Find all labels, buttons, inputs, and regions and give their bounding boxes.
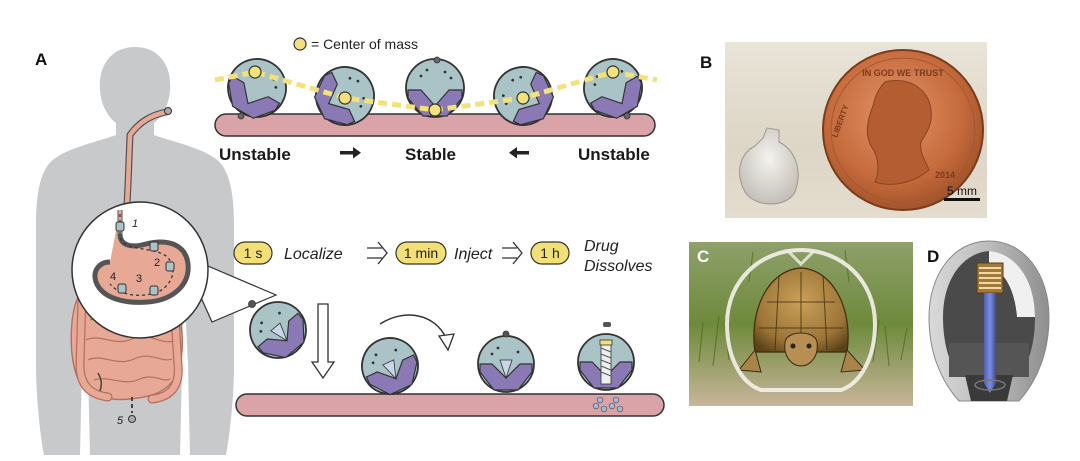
center-of-mass-markers [248, 65, 620, 117]
label-stable: Stable [405, 145, 457, 164]
label-unstable-right: Unstable [578, 145, 650, 164]
stability-diagram: = Center of mass [214, 36, 658, 159]
step-2-time: 1 min [404, 245, 438, 261]
tissue-surface-bottom [235, 393, 665, 417]
coin-motto: IN GOD WE TRUST [862, 68, 944, 78]
capsule-outline-overlay [724, 247, 878, 392]
capsule-upright [477, 335, 535, 393]
stomach-number-3: 3 [136, 273, 142, 285]
step-2-label: Inject [454, 246, 493, 263]
capsule-cutaway-render [928, 240, 1050, 402]
stomach-number-2: 2 [154, 257, 160, 269]
stomach [92, 210, 191, 305]
step-3-label: Drug [584, 238, 619, 255]
lincoln-profile [866, 80, 932, 185]
double-arrow-icon-2 [502, 241, 523, 265]
step-1: 1 s Localize [233, 241, 343, 265]
stomach-number-4: 4 [110, 271, 116, 283]
needle [984, 293, 996, 383]
coin-year: 2014 [935, 170, 955, 180]
scale-bar-label: 5 mm [947, 184, 977, 198]
double-arrow-icon-1 [367, 241, 388, 265]
drug-dots [592, 396, 624, 413]
tortoise-head [784, 332, 818, 367]
capsule-injecting [577, 333, 635, 391]
arrow-left-icon [509, 147, 529, 159]
stomach-number-1: 1 [132, 218, 138, 230]
photo-capsule-with-penny: IN GOD WE TRUST LIBERTY 2014 5 mm [725, 42, 987, 218]
photo-tortoise: C [689, 242, 913, 406]
capsule-sample [739, 127, 799, 205]
panel-label-a: A [35, 50, 48, 69]
label-unstable-left: Unstable [219, 145, 291, 164]
step-3: 1 h Drug Dissolves [530, 238, 652, 275]
step-timeline: 1 s Localize 1 min Inject 1 h Drug Disso… [233, 238, 652, 275]
capsule-rotating [351, 327, 429, 405]
panel-label-c: C [697, 247, 709, 266]
step-2: 1 min Inject [395, 241, 493, 265]
legend-center-of-mass: = Center of mass [311, 36, 418, 52]
stomach-magnified: 1 2 3 4 [71, 201, 278, 339]
step-1-time: 1 s [244, 245, 263, 261]
step-3-time: 1 h [540, 245, 559, 261]
rotate-arrow-icon [379, 314, 447, 339]
capsule-exit-icon [128, 415, 136, 423]
step-1-label: Localize [284, 246, 343, 263]
stomach-number-5: 5 [117, 415, 124, 427]
legend-center-of-mass-icon [293, 37, 307, 51]
capsule-mouth-icon [164, 107, 172, 115]
injection-sequence [235, 289, 665, 417]
step-3-label2: Dissolves [584, 258, 652, 275]
arrow-right-icon [340, 147, 361, 159]
panel-label-b: B [700, 53, 713, 72]
tortoise-legs [738, 348, 867, 373]
panel-label-d: D [927, 247, 940, 266]
arrow-down-icon [310, 303, 336, 380]
